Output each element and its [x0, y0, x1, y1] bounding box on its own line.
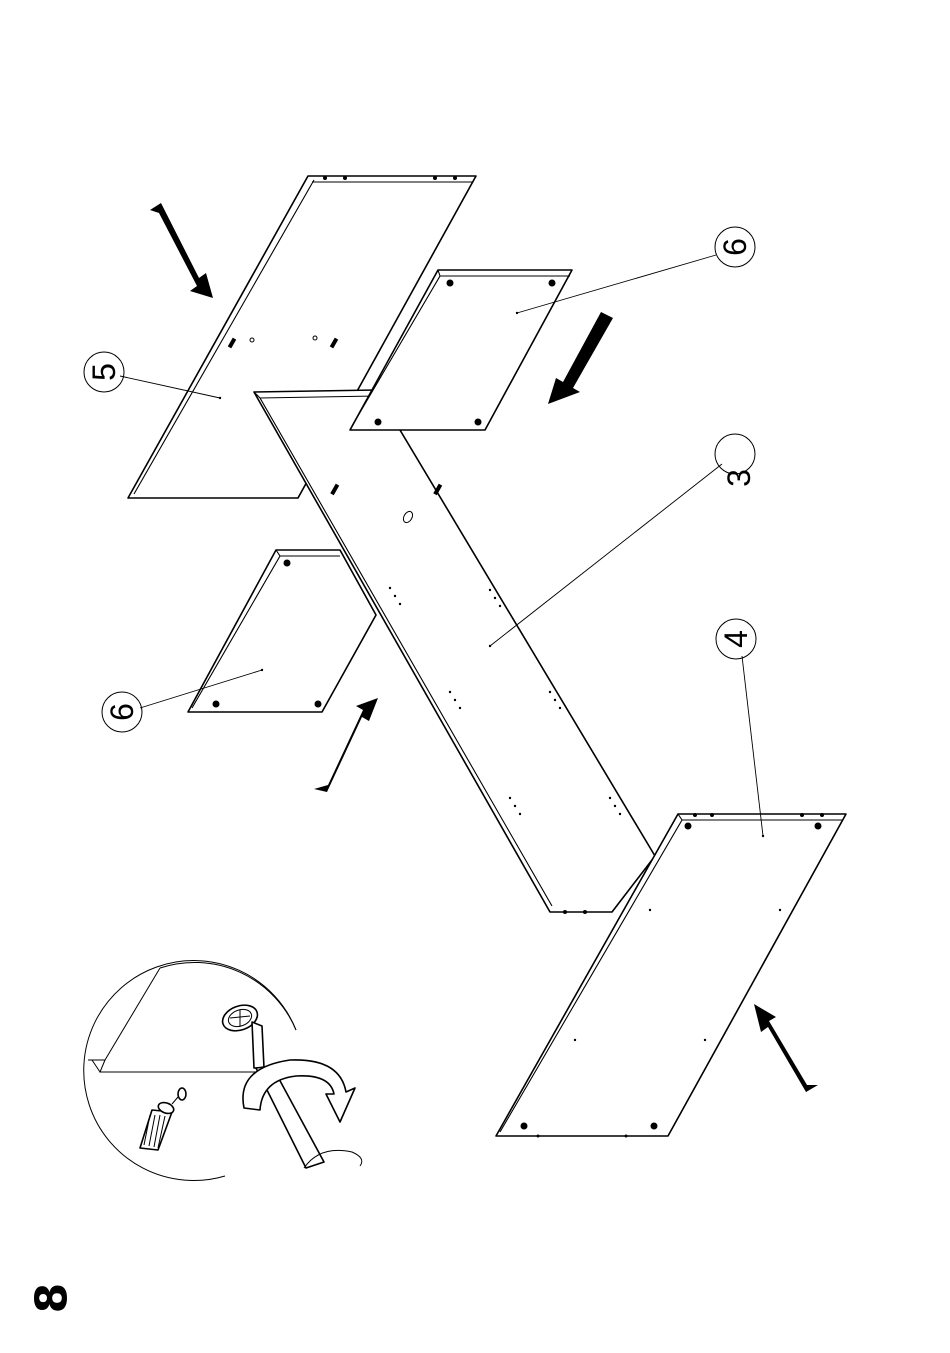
arrow-icon — [150, 203, 213, 298]
callout-label: 6 — [104, 703, 140, 721]
callout-4: 4 — [716, 619, 756, 659]
callout-3: 3 — [715, 434, 757, 487]
step-number: 8 — [27, 1283, 78, 1314]
callout-label: 5 — [86, 363, 122, 381]
arrow-icon — [314, 698, 378, 792]
panel-6-bottom — [188, 550, 376, 712]
callout-label: 4 — [718, 630, 754, 648]
cam-bolt — [140, 1088, 186, 1150]
step-number-label: 8 — [27, 1283, 78, 1314]
arrow-icon — [548, 312, 613, 404]
callout-5: 5 — [84, 352, 124, 392]
rotation-arrow — [243, 1060, 355, 1122]
callout-6-bottom: 6 — [102, 692, 142, 732]
arrow-icon — [754, 1004, 818, 1092]
callout-label: 6 — [717, 238, 753, 256]
screwdriver-cam-lock-icon — [84, 961, 362, 1181]
callout-6-top: 6 — [715, 227, 755, 267]
callout-label: 3 — [721, 469, 757, 487]
